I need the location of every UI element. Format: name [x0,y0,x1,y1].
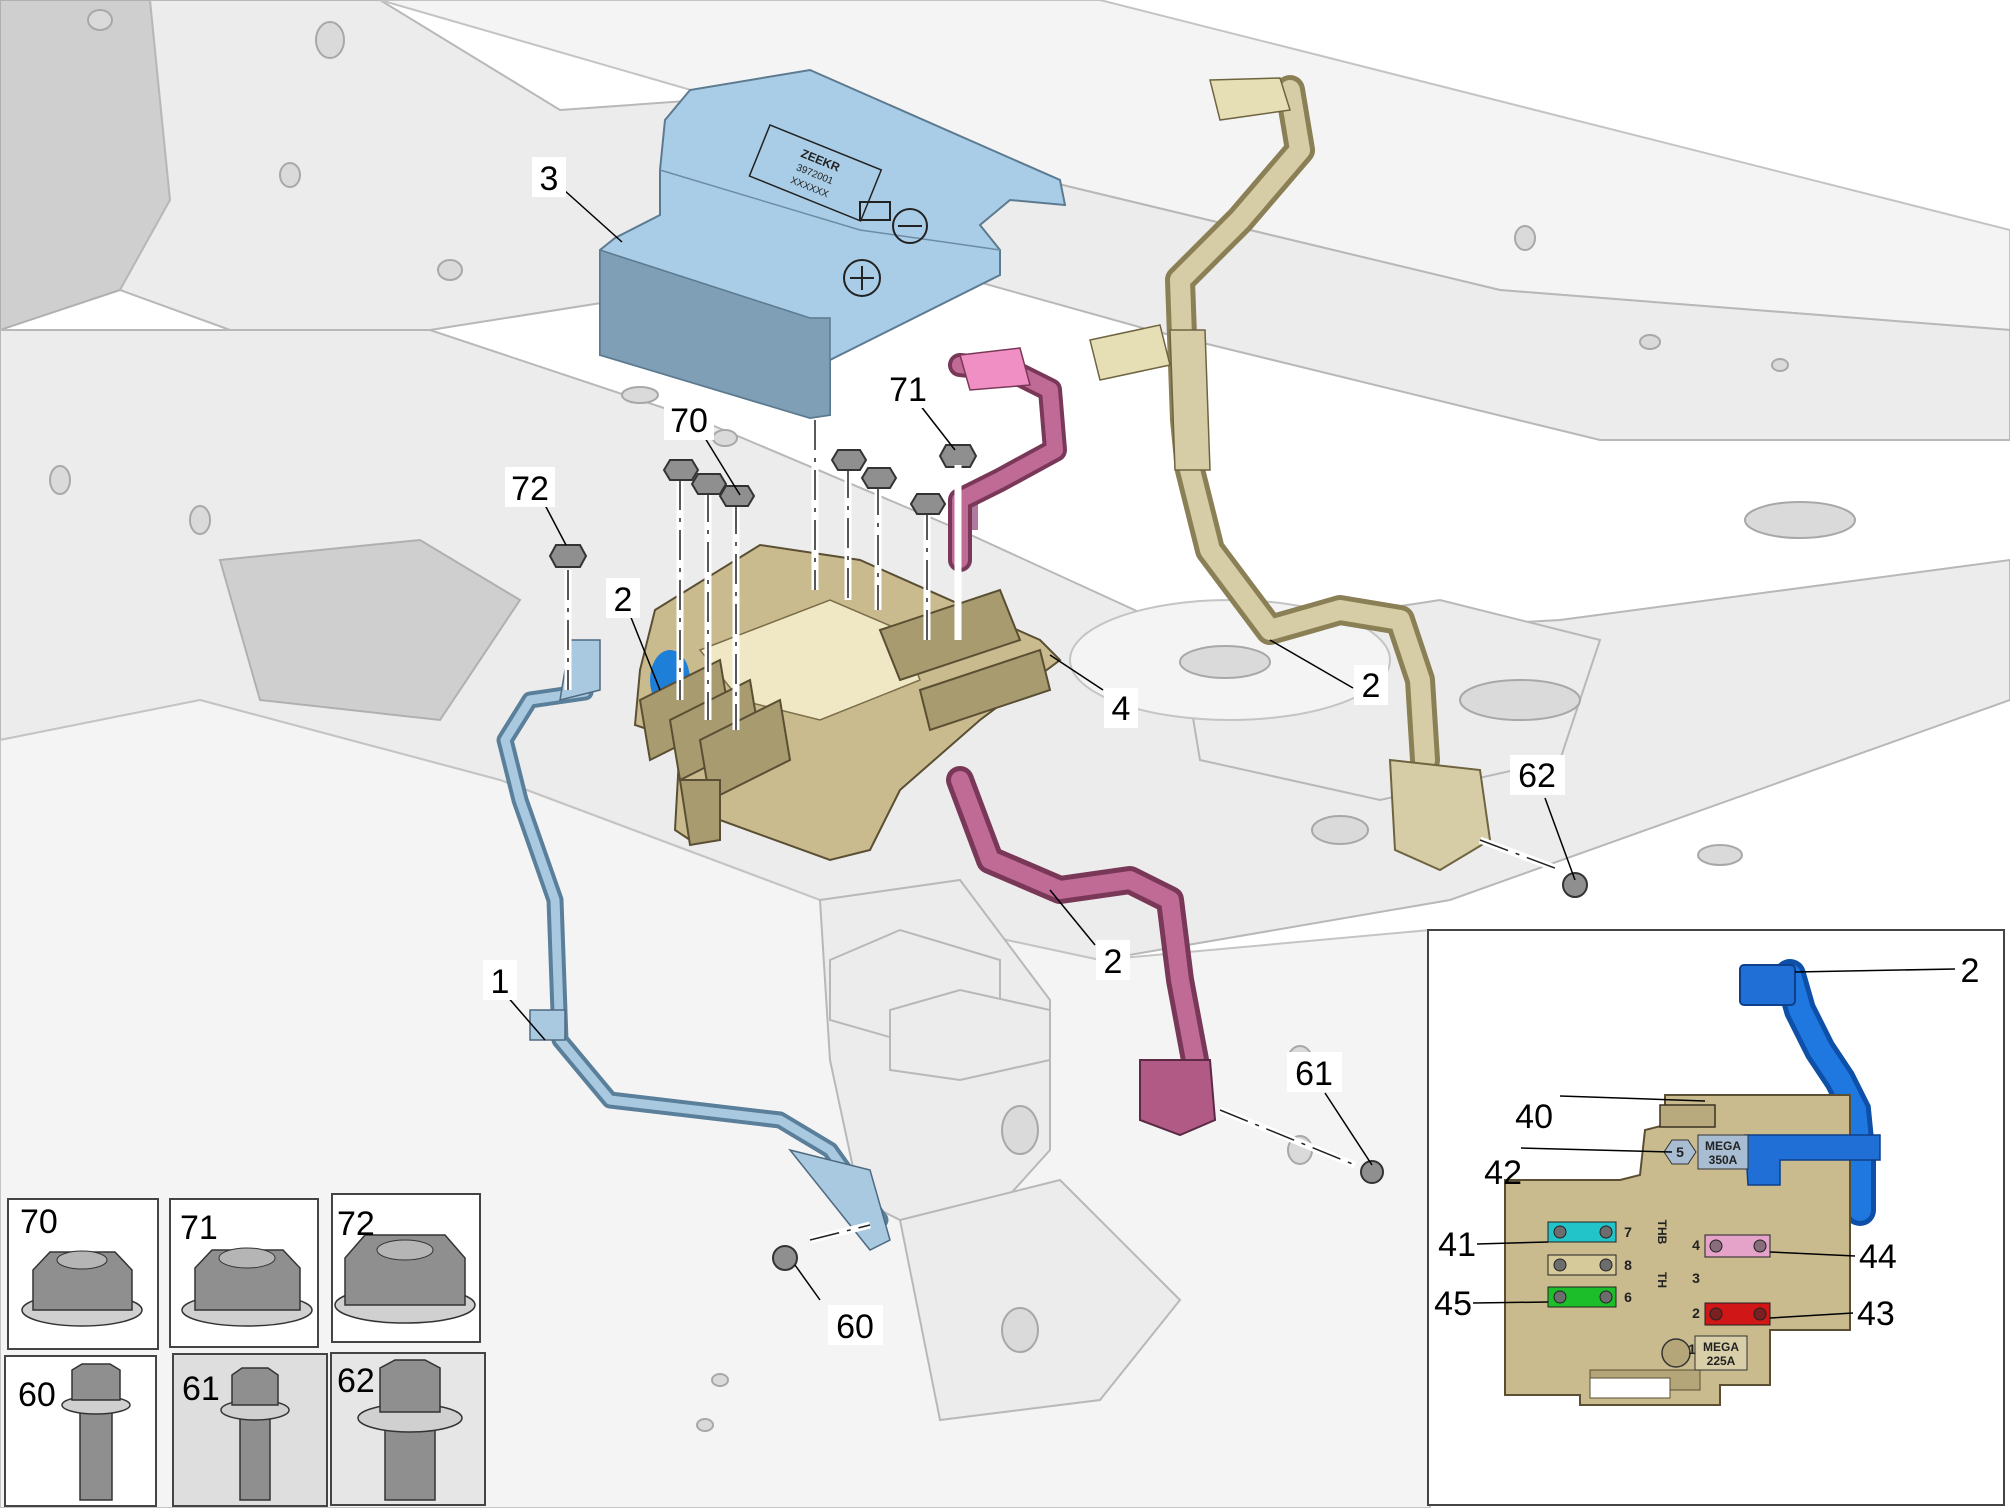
svg-text:2: 2 [1692,1305,1700,1321]
nut-71b [909,493,947,515]
svg-text:42: 42 [1484,1154,1522,1192]
mega-fuse-350a: MEGA 350A [1663,1134,1749,1170]
inset-callout-44: 44 [1769,1238,1897,1276]
svg-text:60: 60 [18,1376,56,1414]
svg-text:40: 40 [1515,1098,1553,1136]
fasteners [548,420,1588,1271]
svg-text:TH: TH [1655,1272,1669,1288]
svg-text:THB: THB [1655,1220,1669,1245]
svg-text:4: 4 [1692,1237,1700,1253]
tan-cable-part-2[interactable] [1089,75,1492,872]
callouts: 3 70 71 72 2 4 2 [483,157,1576,1346]
nut-mid-b [860,467,898,489]
svg-text:61: 61 [1295,1055,1333,1093]
fuse-44-pink [1704,1234,1771,1258]
svg-text:45: 45 [1434,1285,1472,1323]
bolt-60 [772,1245,798,1271]
inset-callout-40: 40 [1515,1095,1706,1136]
svg-text:1: 1 [1688,1341,1696,1357]
svg-text:72: 72 [511,470,549,508]
svg-text:2: 2 [1961,952,1980,990]
svg-text:2: 2 [1104,943,1123,981]
fuse-box-part-4[interactable] [633,500,1062,862]
svg-text:41: 41 [1438,1226,1476,1264]
fuse-box-inset: MEGA 350A [1427,929,2005,1506]
legend-60: 60 [4,1355,157,1507]
svg-text:225A: 225A [1707,1354,1736,1368]
svg-text:5: 5 [1676,1144,1684,1160]
svg-text:4: 4 [1112,690,1131,728]
nut-72 [548,544,588,568]
callout-4: 4 [1049,654,1138,728]
svg-text:6: 6 [1624,1289,1632,1305]
callout-62: 62 [1510,755,1576,881]
svg-text:43: 43 [1857,1295,1895,1333]
svg-text:44: 44 [1859,1238,1897,1276]
nut-70c [718,485,756,507]
bolt-61 [1360,1160,1384,1184]
fastener-legend: 70 71 72 60 [4,1193,486,1507]
legend-71: 71 [169,1198,319,1348]
svg-text:3: 3 [540,160,559,198]
svg-text:MEGA: MEGA [1703,1340,1739,1354]
svg-text:8: 8 [1624,1257,1632,1273]
svg-text:70: 70 [20,1203,58,1241]
svg-text:70: 70 [670,402,708,440]
svg-text:62: 62 [1518,757,1556,795]
fuse-43-red [1704,1302,1771,1326]
legend-72: 72 [331,1193,481,1343]
legend-62: 62 [330,1352,486,1506]
callout-61: 61 [1287,1052,1373,1166]
callout-2-tan: 2 [1269,639,1388,705]
svg-text:2: 2 [614,581,633,619]
svg-text:350A: 350A [1709,1153,1738,1167]
callout-72: 72 [505,467,567,546]
callout-71: 71 [883,368,956,451]
fuse-41-cyan [1547,1221,1617,1243]
bolt-62 [1562,872,1588,898]
battery-symbol-icon [859,201,891,221]
svg-text:71: 71 [180,1209,218,1247]
nut-mid-a [830,449,868,471]
svg-text:3: 3 [1692,1270,1700,1286]
svg-text:62: 62 [337,1362,375,1400]
svg-text:MEGA: MEGA [1705,1139,1741,1153]
negative-cable-part-1[interactable] [496,639,891,1251]
fuse-row-middle [1547,1254,1617,1276]
callout-60: 60 [794,1264,883,1346]
nut-70a [662,459,700,481]
callout-2-pink: 2 [1049,889,1130,981]
svg-text:71: 71 [889,371,927,409]
callout-1: 1 [483,960,546,1041]
svg-text:72: 72 [337,1205,375,1243]
callout-2-box: 2 [606,578,661,691]
inset-callout-43: 43 [1769,1295,1895,1333]
svg-text:7: 7 [1624,1224,1632,1240]
svg-text:2: 2 [1362,667,1381,705]
mega-fuse-225a: MEGA 225A [1661,1335,1748,1371]
fuse-45-green [1547,1286,1617,1308]
inset-callout-2: 2 [1794,952,1980,990]
ground-symbol-icon [892,208,928,244]
svg-text:60: 60 [836,1308,874,1346]
legend-61: 61 [172,1353,328,1507]
nut-71a [938,444,978,468]
nut-70b [690,473,728,495]
callout-70: 70 [664,400,741,496]
legend-70: 70 [7,1198,159,1350]
inset-callout-41: 41 [1438,1226,1549,1264]
inset-callout-45: 45 [1434,1285,1549,1323]
inset-callout-42: 42 [1484,1147,1673,1192]
svg-text:1: 1 [491,963,510,1001]
callout-3: 3 [532,157,623,243]
positive-terminal-icon [843,259,881,297]
cover-part-3[interactable]: ZEEKR 3972001 XXXXXX [599,68,1067,420]
svg-text:61: 61 [182,1370,220,1408]
